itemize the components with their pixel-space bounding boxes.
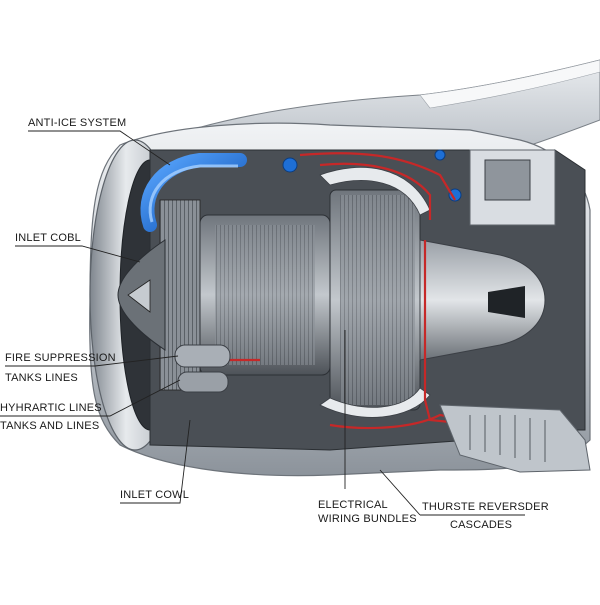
leader-inlet-cowl [120, 419, 191, 504]
label-tanks-lines: TANKS LINES [5, 372, 78, 384]
spinner-highlight [127, 279, 151, 313]
anti-ice-valve-3 [434, 149, 446, 161]
wing-leading-edge [419, 59, 600, 109]
label-wiring-bundles: WIRING BUNDLES [318, 513, 417, 525]
bypass-duct-upper [319, 167, 431, 216]
label-electrical: ELECTRICAL [318, 499, 388, 511]
label-inlet-cobl: INLET COBL [15, 232, 81, 244]
reverser-cascades [469, 415, 546, 462]
turbine-stages [340, 195, 415, 405]
exhaust-cone [419, 239, 546, 361]
label-thruster-reverser: THURSTE REVERSDER [422, 501, 549, 513]
fire-suppression-tank [174, 344, 231, 368]
label-anti-ice-system: ANTI-ICE SYSTEM [28, 117, 126, 129]
bay-component [484, 159, 531, 201]
anti-ice-valve [282, 157, 298, 173]
exhaust-outlet [488, 286, 525, 318]
label-inlet-cowl: INLET COWL [120, 489, 189, 501]
leader-fire [5, 355, 179, 367]
label-cascades: CASCADES [450, 519, 512, 531]
anti-ice-valve-2 [448, 188, 462, 202]
hydraulic-tank [177, 371, 229, 393]
label-hyhrartic-lines: HYHRARTIC LINES [0, 402, 102, 414]
anti-ice-duct [140, 153, 247, 232]
leader-anti-ice [28, 130, 171, 166]
leader-hydraulic [0, 379, 181, 417]
label-tanks-and-lines: TANKS AND LINES [0, 420, 99, 432]
leader-thruster [379, 469, 525, 516]
anti-ice-duct-highlight [148, 164, 238, 223]
leader-inlet-cobl [15, 245, 141, 263]
label-fire-suppression: FIRE SUPPRESSION [5, 352, 116, 364]
compressor-stages [215, 225, 315, 365]
